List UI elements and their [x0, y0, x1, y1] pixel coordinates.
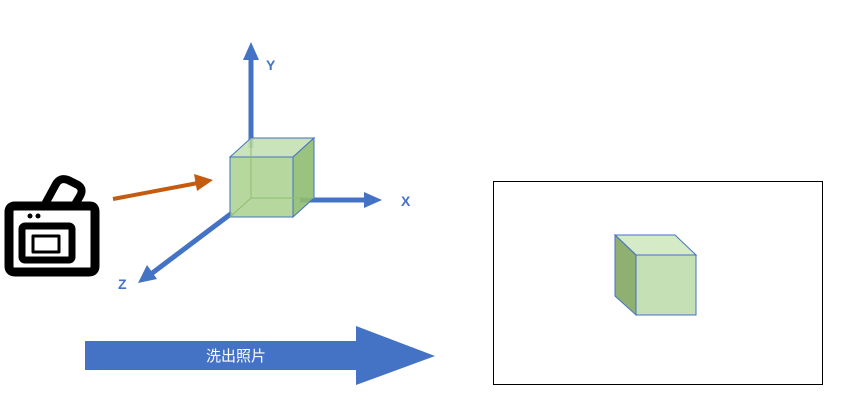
- process-arrow: 洗出照片: [85, 326, 435, 385]
- cube-3d: [228, 136, 316, 219]
- light-ray-arrow: [112, 174, 213, 201]
- camera-icon: [4, 175, 100, 277]
- photo-cube-front-face: [635, 254, 697, 316]
- y-axis: [243, 42, 259, 148]
- cube-front-face: [229, 156, 294, 218]
- x-axis-label: X: [401, 193, 411, 209]
- z-axis-label: Z: [118, 276, 127, 292]
- photo-cube: [613, 233, 698, 317]
- y-axis-label: Y: [266, 57, 276, 73]
- z-axis: [138, 211, 234, 283]
- process-arrow-label: 洗出照片: [206, 347, 266, 365]
